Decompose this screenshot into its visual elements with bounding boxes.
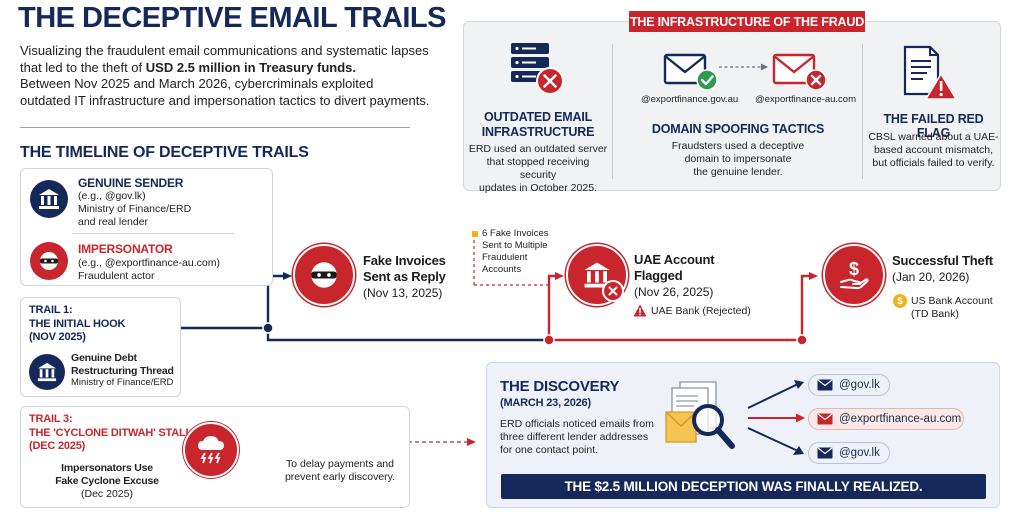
discovery-arrows (747, 380, 805, 455)
intro-line-2: that led to the theft of USD 2.5 million… (20, 59, 356, 75)
legend-impersonator-desc: (e.g., @exportfinance-au.com)Fraudulent … (78, 257, 220, 282)
genuine-envelope-icon (662, 52, 722, 92)
trail1-card (20, 297, 181, 397)
address-pill-1: @gov.lk (808, 374, 890, 396)
intro-line-3: Between Nov 2025 and March 2026, cybercr… (20, 76, 374, 91)
uae-label: UAE Account Flagged (Nov 26, 2025) (634, 252, 715, 299)
infra-divider-1 (612, 44, 613, 179)
fake-invoices-label: Fake Invoices Sent as Reply (Nov 13, 202… (363, 253, 446, 300)
theft-money-icon: $ (823, 244, 885, 306)
trail3-item: Impersonators Use Fake Cyclone Excuse (D… (55, 462, 159, 500)
uae-note: UAE Bank (Rejected) (651, 305, 751, 317)
dollar-coin-icon: $ (893, 294, 907, 308)
fake-envelope-icon (771, 52, 831, 92)
discovery-magnifier-icon (662, 380, 752, 460)
infra-divider-2 (862, 44, 863, 179)
infrastructure-banner: THE INFRASTRUCTURE OF THE FRAUD (629, 11, 865, 32)
intro-line-4: outdated IT infrastructure and impersona… (20, 92, 430, 108)
legend-divider (72, 233, 234, 234)
envelope-icon (817, 447, 833, 459)
header-divider (20, 127, 410, 128)
infra-col3-desc: CBSL warned about a UAE-based account mi… (868, 131, 999, 169)
trail1-item: Genuine Debt Restructuring Thread Minist… (71, 352, 174, 388)
genuine-bank-icon (30, 180, 68, 218)
trail1-bank-icon (29, 354, 65, 390)
fake-domain: @exportfinance-au.com (755, 94, 856, 105)
discovery-banner: THE $2.5 MILLION DECEPTION WAS FINALLY R… (501, 474, 986, 499)
uae-warning-icon (633, 304, 647, 317)
fake-invoices-mask-icon (293, 244, 355, 306)
address-pill-2: @exportfinance-au.com (808, 408, 964, 430)
warning-document-icon (900, 44, 960, 102)
infra-col3-title: THE FAILED RED FLAG (883, 112, 984, 140)
genuine-domain: @exportfinance.gov.au (641, 94, 739, 105)
legend-genuine-title: GENUINE SENDER (78, 176, 184, 190)
envelope-icon (817, 413, 833, 425)
timeline-heading: THE TIMELINE OF DECEPTIVE TRAILS (20, 144, 309, 161)
discovery-title: THE DISCOVERY (500, 378, 620, 395)
spoof-arrow (718, 62, 770, 72)
theft-note: US Bank Account(TD Bank) (911, 295, 993, 320)
uae-rejected-icon (602, 280, 624, 302)
address-pill-3: @gov.lk (808, 442, 890, 464)
discovery-date: (MARCH 23, 2026) (500, 397, 591, 409)
infra-col2-title: DOMAIN SPOOFING TACTICS (651, 122, 825, 136)
server-icon (507, 40, 569, 98)
svg-text:$: $ (849, 259, 859, 279)
theft-label: Successful Theft (Jan 20, 2026) (892, 253, 993, 284)
invoice-bullet-icon (472, 231, 478, 237)
trail3-label: TRAIL 3:THE 'CYCLONE DITWAH' STALL(DEC 2… (29, 413, 192, 452)
intro-line-1: Visualizing the fraudulent email communi… (20, 43, 429, 58)
cyclone-storm-icon (183, 422, 239, 478)
trail1-label: TRAIL 1:THE INITIAL HOOK(NOV 2025) (29, 304, 126, 343)
legend-impersonator-title: IMPERSONATOR (78, 242, 173, 256)
intro-text: Visualizing the fraudulent email communi… (20, 43, 440, 109)
impersonator-mask-icon (30, 242, 68, 280)
envelope-icon (817, 379, 833, 391)
page-title: THE DECEPTIVE EMAIL TRAILS (18, 2, 446, 34)
